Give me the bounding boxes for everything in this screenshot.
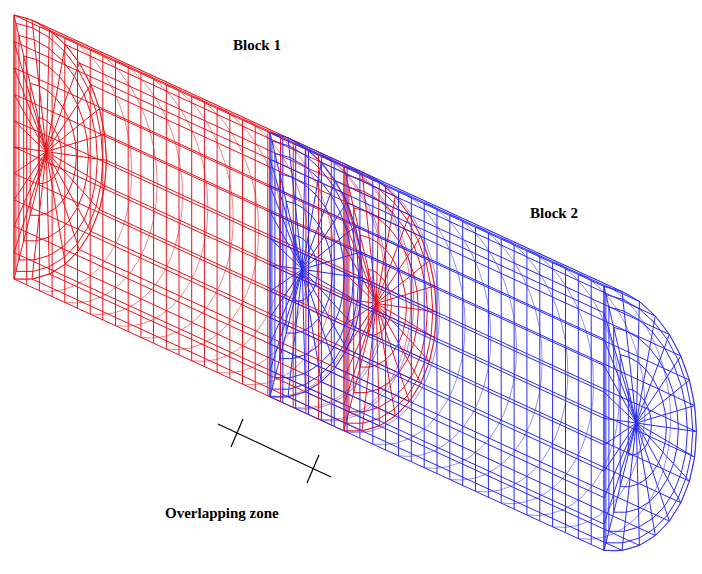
mesh-lines [270,133,696,551]
dimension-bracket [218,419,331,483]
block-label: Block 1 [233,37,281,54]
block-label: Block 2 [530,205,578,222]
zone-label: Overlapping zone [165,505,279,522]
mesh-lines [270,133,696,551]
block-mesh [270,133,696,551]
